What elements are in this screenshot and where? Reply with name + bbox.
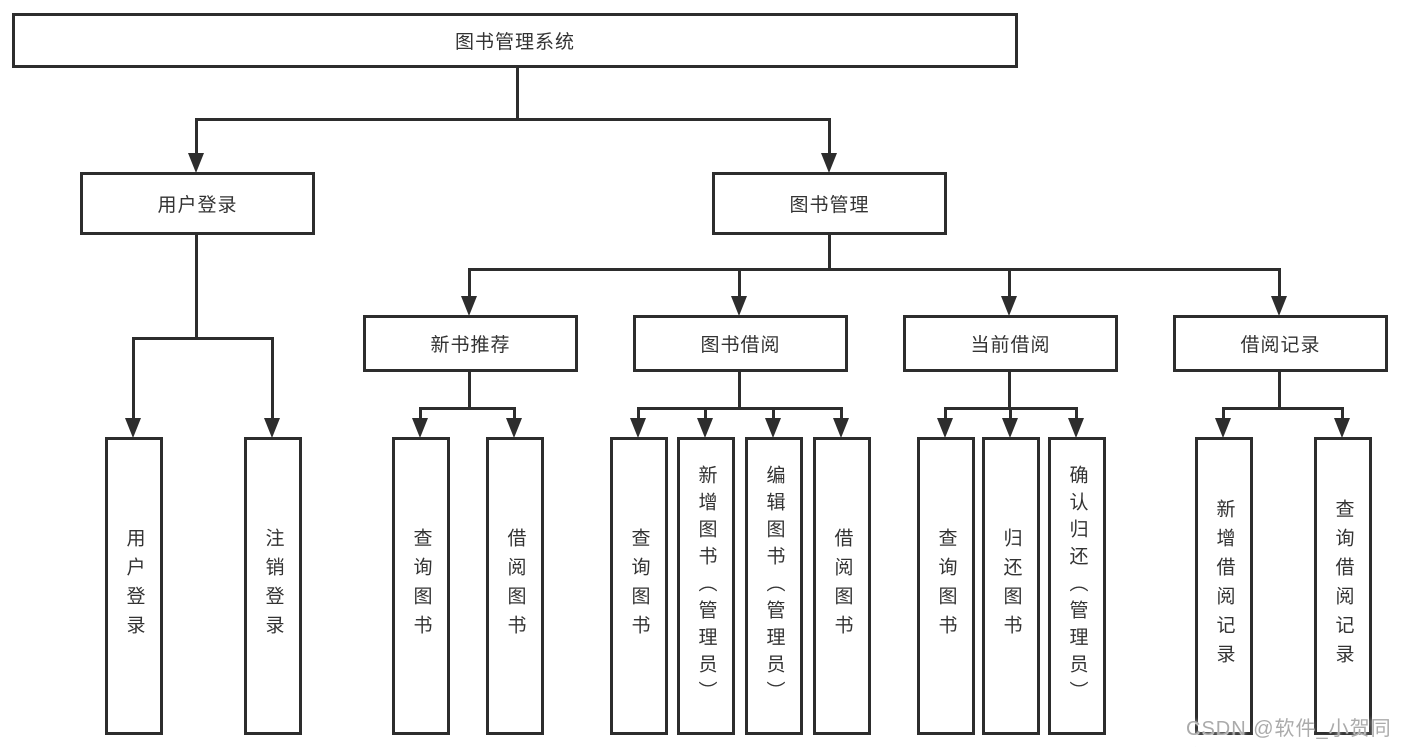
arrowhead-down-icon: [833, 418, 849, 438]
connector-stem: [195, 118, 198, 156]
arrowhead-down-icon: [188, 153, 204, 173]
node-library-management-system: 图书管理系统: [12, 13, 1018, 68]
connector-stem: [1008, 268, 1011, 298]
arrowhead-down-icon: [630, 418, 646, 438]
connector-stem: [828, 118, 831, 156]
node-book-borrowing: 图书借阅: [633, 315, 848, 372]
node-label: 图书管理系统: [454, 32, 575, 53]
arrowhead-down-icon: [1068, 418, 1084, 438]
connector-stem: [1009, 407, 1012, 420]
node-borrowing-records: 借阅记录: [1173, 315, 1388, 372]
arrowhead-down-icon: [412, 418, 428, 438]
csdn-watermark: CSDN @软件_小贺同学: [1186, 718, 1392, 740]
leaf-borrow-books-recommend: 借阅图书: [486, 437, 544, 735]
leaf-borrow-books: 借阅图书: [813, 437, 871, 735]
leaf-query-books-current: 查询图书: [917, 437, 975, 735]
connector-records-stem: [1278, 370, 1281, 409]
leaf-label: 查询图书: [935, 528, 957, 644]
leaf-label: 查询图书: [628, 528, 650, 644]
connector-borrowing-rail: [637, 407, 843, 410]
connector-newbook-stem: [468, 370, 471, 409]
connector-root-stem: [516, 66, 519, 120]
arrowhead-down-icon: [1215, 418, 1231, 438]
connector-stem: [738, 268, 741, 298]
leaf-add-borrow-record: 新增借阅记录: [1195, 437, 1253, 735]
leaf-label: 用户登录: [123, 528, 145, 644]
arrowhead-down-icon: [765, 418, 781, 438]
node-book-management: 图书管理: [712, 172, 947, 235]
arrowhead-down-icon: [1271, 296, 1287, 316]
connector-stem: [419, 407, 422, 420]
connector-current-stem: [1008, 370, 1011, 409]
arrowhead-down-icon: [506, 418, 522, 438]
leaf-label: 查询图书: [410, 528, 432, 644]
arrowhead-down-icon: [697, 418, 713, 438]
connector-userlogin-rail: [132, 337, 274, 340]
arrowhead-down-icon: [264, 418, 280, 438]
arrowhead-down-icon: [731, 296, 747, 316]
leaf-label: 确认归还（管理员）: [1066, 464, 1088, 708]
connector-records-rail: [1222, 407, 1344, 410]
connector-newbook-rail: [419, 407, 516, 410]
connector-bookmgmt-rail: [468, 268, 1281, 271]
leaf-query-borrow-record: 查询借阅记录: [1314, 437, 1372, 735]
leaf-return-books: 归还图书: [982, 437, 1040, 735]
connector-borrowing-stem: [738, 370, 741, 409]
connector-stem: [944, 407, 947, 420]
connector-stem: [704, 407, 707, 420]
node-new-book-recommendation: 新书推荐: [363, 315, 578, 372]
leaf-label: 归还图书: [1000, 528, 1022, 644]
connector-stem: [1222, 407, 1225, 420]
leaf-confirm-return-admin: 确认归还（管理员）: [1048, 437, 1106, 735]
connector-root-rail: [195, 118, 831, 121]
connector-bookmgmt-stem: [828, 233, 831, 270]
leaf-query-books-recommend: 查询图书: [392, 437, 450, 735]
leaf-edit-book-admin: 编辑图书（管理员）: [745, 437, 803, 735]
connector-stem: [772, 407, 775, 420]
node-label: 图书借阅: [700, 335, 781, 356]
connector-stem: [1278, 268, 1281, 298]
arrowhead-down-icon: [461, 296, 477, 316]
connector-stem: [637, 407, 640, 420]
leaf-add-book-admin: 新增图书（管理员）: [677, 437, 735, 735]
arrowhead-down-icon: [1001, 296, 1017, 316]
connector-stem: [513, 407, 516, 420]
node-label: 借阅记录: [1240, 335, 1321, 356]
connector-stem: [1075, 407, 1078, 420]
leaf-label: 新增借阅记录: [1213, 499, 1235, 673]
arrowhead-down-icon: [821, 153, 837, 173]
leaf-label: 借阅图书: [504, 528, 526, 644]
arrowhead-down-icon: [1334, 418, 1350, 438]
connector-stem: [840, 407, 843, 420]
node-label: 用户登录: [157, 195, 238, 216]
node-label: 图书管理: [789, 195, 870, 216]
leaf-label: 新增图书（管理员）: [695, 464, 717, 708]
node-user-login: 用户登录: [80, 172, 315, 235]
connector-userlogin-stem: [195, 233, 198, 339]
arrowhead-down-icon: [1002, 418, 1018, 438]
arrowhead-down-icon: [125, 418, 141, 438]
connector-stem: [132, 337, 135, 420]
leaf-label: 编辑图书（管理员）: [763, 464, 785, 708]
connector-stem: [468, 268, 471, 298]
node-label: 新书推荐: [430, 335, 511, 356]
leaf-label: 注销登录: [262, 528, 284, 644]
arrowhead-down-icon: [937, 418, 953, 438]
leaf-query-books-borrowing: 查询图书: [610, 437, 668, 735]
leaf-logout: 注销登录: [244, 437, 302, 735]
node-current-borrowing: 当前借阅: [903, 315, 1118, 372]
node-label: 当前借阅: [970, 335, 1051, 356]
leaf-user-login: 用户登录: [105, 437, 163, 735]
leaf-label: 查询借阅记录: [1332, 499, 1354, 673]
connector-stem: [271, 337, 274, 420]
connector-stem: [1341, 407, 1344, 420]
leaf-label: 借阅图书: [831, 528, 853, 644]
